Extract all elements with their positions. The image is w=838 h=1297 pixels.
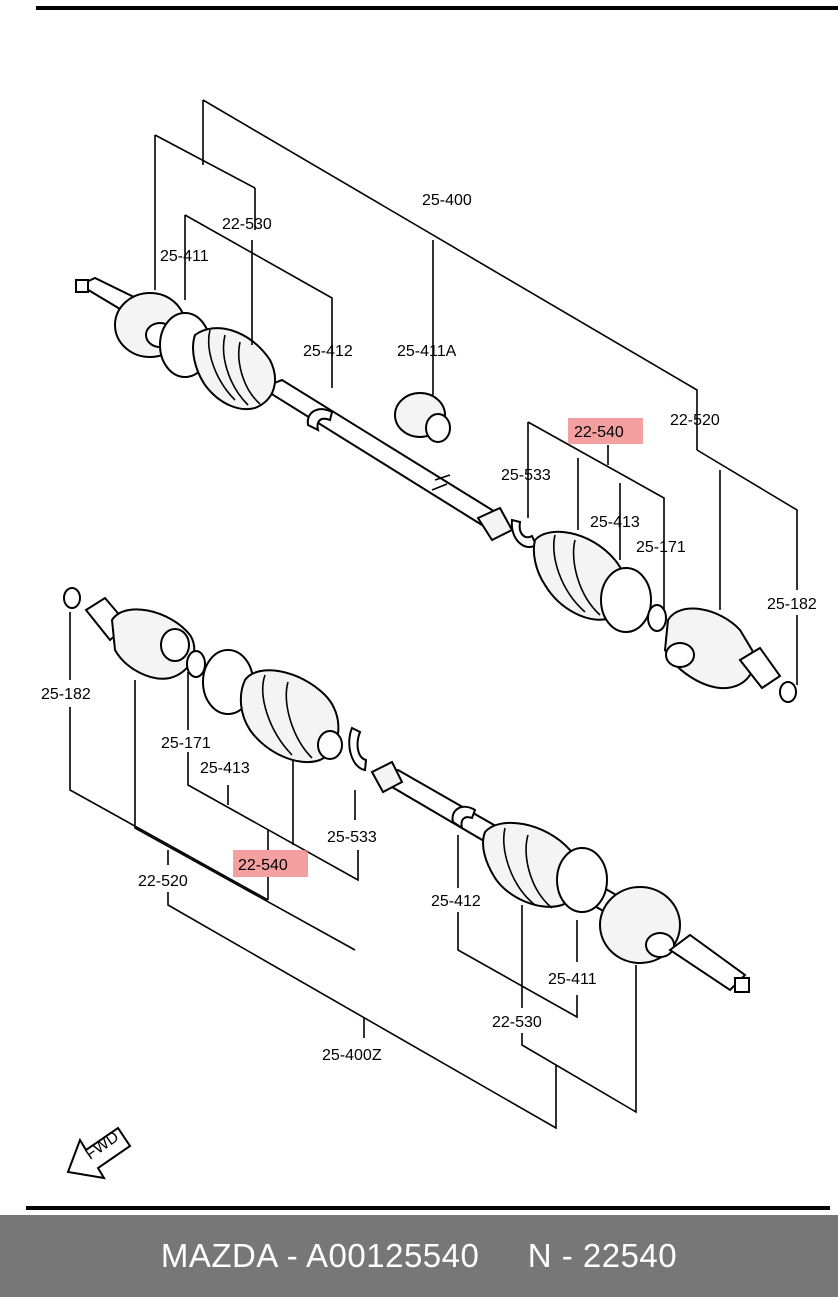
label-25-182-bottom: 25-182 (41, 686, 91, 703)
top-leader-lines (154, 99, 798, 685)
label-25-411: 25-411 (160, 248, 209, 265)
label-25-400Z: 25-400Z (322, 1047, 382, 1064)
label-22-530: 22-530 (222, 216, 272, 233)
label-22-520-bottom: 22-520 (138, 873, 188, 890)
label-25-413-top: 25-413 (590, 514, 640, 531)
exploded-parts-diagram: FWD 25-400 22-530 25-411 25-412 25-411A … (26, 6, 838, 1210)
label-22-540-top: 22-540 (574, 424, 624, 441)
bottom-leader-lines (69, 612, 637, 1130)
highlight-top-22-540 (568, 418, 643, 444)
label-22-530-bottom: 22-530 (492, 1014, 542, 1031)
label-25-411-bottom: 25-411 (548, 971, 597, 988)
highlight-bottom-22-540 (233, 850, 308, 877)
footer-bar: MAZDA - A00125540 N - 22540 (0, 1215, 838, 1297)
label-25-533-top: 25-533 (501, 467, 551, 484)
fwd-arrow-icon: FWD (66, 1126, 132, 1180)
label-25-400: 25-400 (422, 192, 472, 209)
label-25-171-top: 25-171 (636, 539, 686, 556)
label-25-412: 25-412 (303, 343, 353, 360)
label-22-540-bottom: 22-540 (238, 857, 288, 874)
footer-part-number: MAZDA - A00125540 N - 22540 (160, 1237, 678, 1274)
label-25-411A: 25-411A (397, 343, 457, 360)
label-25-533-bottom: 25-533 (327, 829, 377, 846)
bottom-driveshaft-assembly (63, 587, 750, 993)
label-25-412-bottom: 25-412 (431, 893, 481, 910)
label-25-171-bottom: 25-171 (161, 735, 211, 752)
top-driveshaft-assembly (75, 276, 797, 703)
label-25-413-bottom: 25-413 (200, 760, 250, 777)
label-22-520-top: 22-520 (670, 412, 720, 429)
label-25-182-top: 25-182 (767, 596, 817, 613)
